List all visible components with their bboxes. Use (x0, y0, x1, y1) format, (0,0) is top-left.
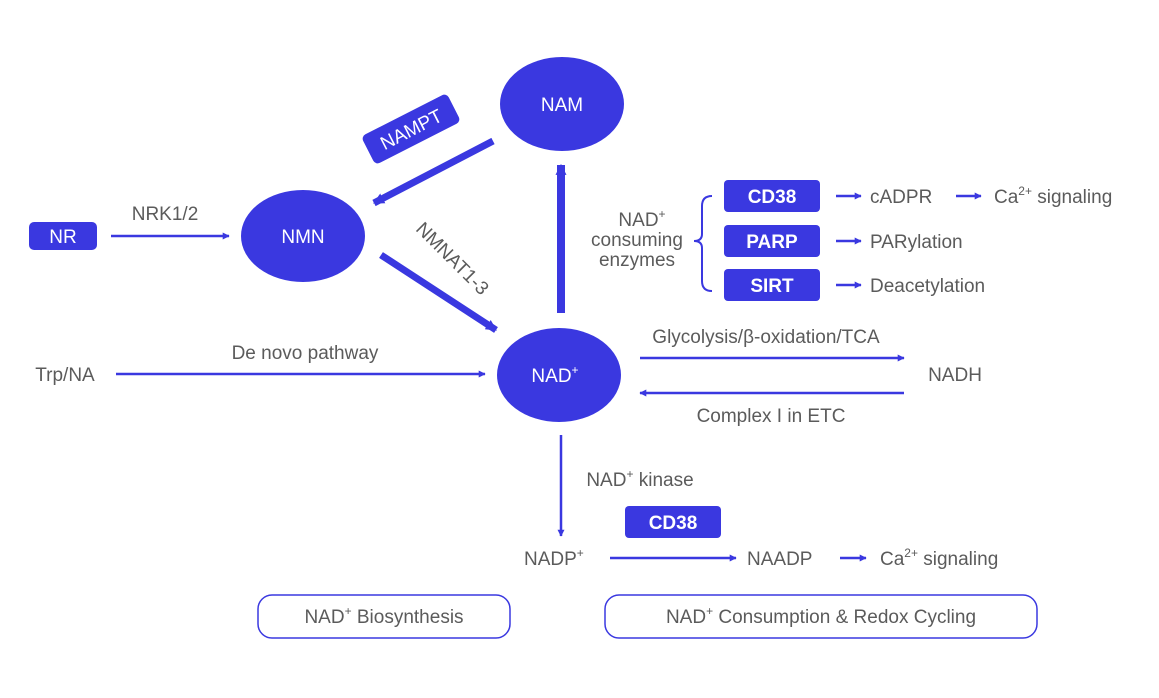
cd38-bottom-box (625, 506, 721, 538)
consuming-label-line1: NAD+ (618, 207, 665, 231)
legend-consumption-label: NAD+ Consumption & Redox Cycling (666, 604, 976, 628)
nam-to-nmn-arrow (372, 137, 495, 207)
nad-label: NAD+ (531, 363, 578, 387)
nmnat-label: NMNAT1-3 (411, 219, 492, 300)
cadpr-label: cADPR (870, 187, 932, 208)
nr-box (29, 222, 97, 250)
ca-signaling-label: Ca2+ signaling (994, 184, 1112, 208)
nampt-box: NAMPT (362, 94, 460, 164)
nad-node (497, 328, 621, 422)
nad-kinase-label: NAD+ kinase (586, 467, 693, 491)
de-novo-label: De novo pathway (232, 343, 379, 364)
consuming-label-line2: consuming (591, 230, 683, 251)
parp-box (724, 225, 820, 257)
glycolysis-label: Glycolysis/β-oxidation/TCA (652, 327, 880, 348)
nam-node (500, 57, 624, 151)
complex1-label: Complex I in ETC (697, 406, 846, 427)
consuming-bracket (693, 195, 713, 292)
nmn-label: NMN (281, 227, 324, 248)
deacetylation-label: Deacetylation (870, 276, 985, 297)
nmn-to-nad-arrow (379, 252, 498, 333)
nadp-label: NADP+ (524, 546, 584, 570)
sirt-label: SIRT (750, 276, 794, 297)
nmn-node (241, 190, 365, 282)
nam-label: NAM (541, 95, 583, 116)
trp-na-label: Trp/NA (35, 365, 95, 386)
cd38-box (724, 180, 820, 212)
legend-consumption-box (604, 594, 1038, 639)
sirt-box (724, 269, 820, 301)
cd38-label: CD38 (748, 187, 797, 208)
parp-label: PARP (746, 232, 798, 253)
legend-biosynthesis-label: NAD+ Biosynthesis (304, 604, 463, 628)
naadp-label: NAADP (747, 549, 812, 570)
consuming-label-line3: enzymes (599, 250, 675, 271)
legend-biosynthesis-box (257, 594, 511, 639)
nrk-label: NRK1/2 (132, 204, 199, 225)
parylation-label: PARylation (870, 232, 963, 253)
nadh-label: NADH (928, 365, 982, 386)
nr-label: NR (49, 227, 76, 248)
cd38-bottom-label: CD38 (649, 513, 698, 534)
ca-signaling-bottom-label: Ca2+ signaling (880, 546, 998, 570)
